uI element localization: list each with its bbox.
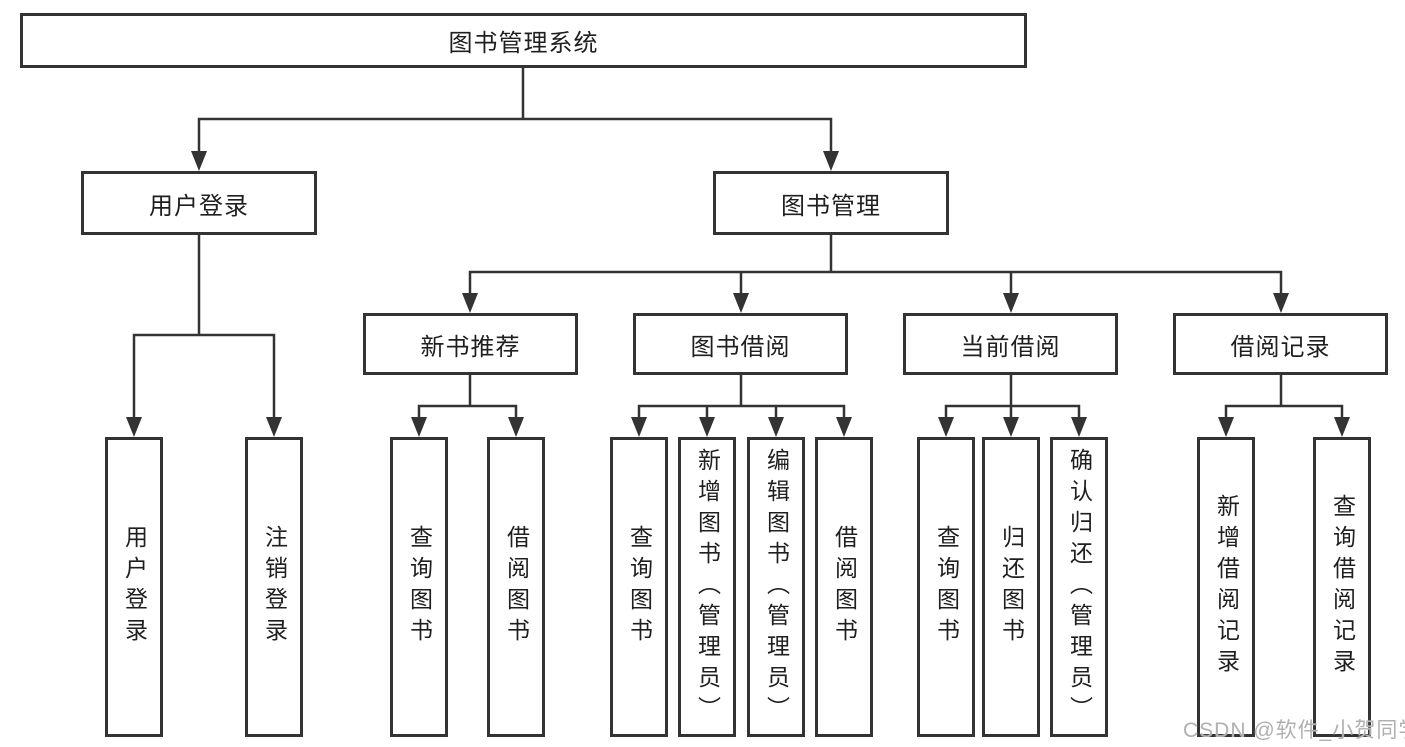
node-borrow-records: 借阅记录 (1173, 313, 1388, 375)
leaf-label: 查询图书 (406, 525, 433, 649)
leaf-label: 查询图书 (626, 525, 653, 649)
node-label: 借阅记录 (1230, 333, 1331, 361)
leaf-label: 归还图书 (998, 525, 1025, 649)
node-label: 图书管理 (781, 192, 881, 220)
csdn-watermark: CSDN @软件_小贺同学 (1183, 719, 1405, 742)
leaf-label: 查询借阅记录 (1329, 494, 1356, 680)
node-book-borrow: 图书借阅 (633, 313, 848, 375)
leaf-confirm-return-admin: 确认归还（管理员） (1050, 437, 1108, 737)
leaf-label: 编辑图书（管理员） (763, 447, 790, 727)
node-root: 图书管理系统 (20, 13, 1027, 68)
leaf-query-books-current: 查询图书 (917, 437, 975, 737)
leaf-borrow-books: 借阅图书 (815, 437, 873, 737)
node-label: 图书管理系统 (448, 30, 599, 57)
leaf-label: 新增图书（管理员） (694, 447, 721, 727)
leaf-label: 借阅图书 (503, 525, 530, 649)
leaf-query-books-borrow: 查询图书 (610, 437, 668, 737)
leaf-logout: 注销登录 (245, 437, 303, 737)
leaf-label: 注销登录 (261, 525, 288, 649)
node-label: 新书推荐 (420, 333, 521, 361)
node-user-login: 用户登录 (81, 171, 317, 235)
leaf-edit-book-admin: 编辑图书（管理员） (747, 437, 805, 737)
leaf-query-borrow-record: 查询借阅记录 (1313, 437, 1371, 737)
leaf-label: 新增借阅记录 (1213, 494, 1240, 680)
leaf-borrow-books-recommend: 借阅图书 (487, 437, 545, 737)
node-label: 用户登录 (149, 192, 249, 220)
leaf-label: 确认归还（管理员） (1066, 447, 1093, 727)
node-book-management: 图书管理 (713, 171, 949, 235)
leaf-user-login: 用户登录 (105, 437, 163, 737)
arrowhead-icons (126, 151, 1350, 437)
leaf-label: 借阅图书 (831, 525, 858, 649)
leaf-label: 用户登录 (121, 525, 148, 649)
leaf-add-book-admin: 新增图书（管理员） (678, 437, 736, 737)
node-current-borrow: 当前借阅 (903, 313, 1118, 375)
leaf-add-borrow-record: 新增借阅记录 (1197, 437, 1255, 737)
leaf-return-book: 归还图书 (982, 437, 1040, 737)
leaf-label: 查询图书 (933, 525, 960, 649)
node-label: 图书借阅 (690, 333, 791, 361)
node-new-book-recommend: 新书推荐 (363, 313, 578, 375)
node-label: 当前借阅 (960, 333, 1061, 361)
leaf-query-books-recommend: 查询图书 (390, 437, 448, 737)
